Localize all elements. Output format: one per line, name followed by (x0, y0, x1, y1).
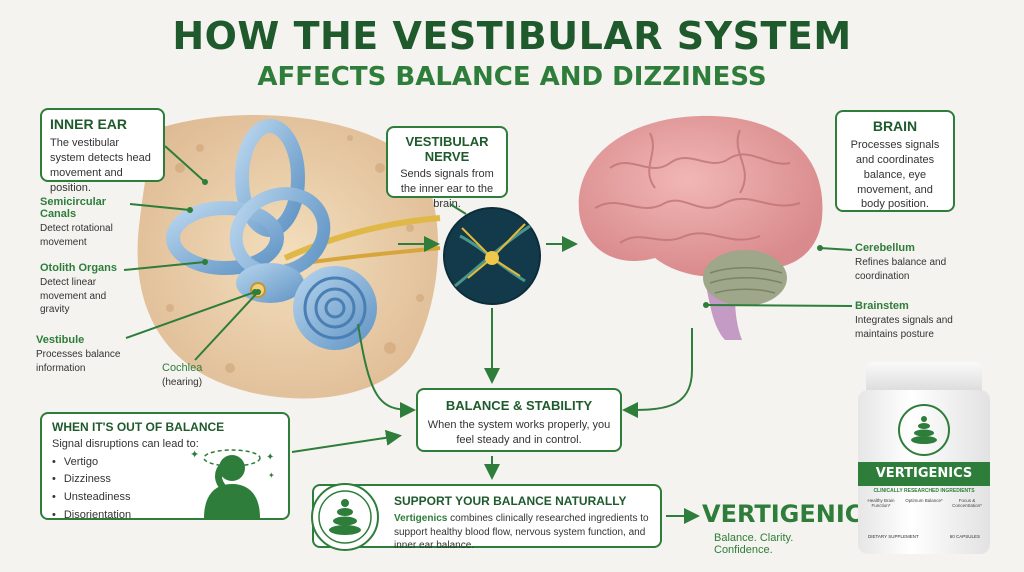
inner-ear-illustration (137, 115, 441, 399)
bottle-claim: Optimum Balance* (905, 498, 943, 503)
label-otolith-organs: Otolith Organs Detect linear movement an… (40, 262, 117, 315)
page-title: HOW THE VESTIBULAR SYSTEM (172, 14, 852, 58)
brain-illustration (578, 115, 823, 340)
symptom-list: Vertigo Dizziness Unsteadiness Disorient… (52, 454, 278, 524)
label-semicircular-canals: Semicircular Canals Detect rotational mo… (40, 196, 113, 248)
label-brainstem: Brainstem Integrates signals and maintai… (855, 300, 953, 340)
label-cochlea: Cochlea (hearing) (162, 362, 203, 388)
balance-stability-box: BALANCE & STABILITY When the system work… (416, 388, 622, 452)
bottle-footer-right: 60 CAPSULES (949, 534, 980, 539)
out-of-balance-box: WHEN IT'S OUT OF BALANCE Signal disrupti… (40, 412, 290, 521)
symptom-item: Unsteadiness (52, 489, 278, 507)
svg-text:✦: ✦ (190, 449, 199, 461)
bottle-claim: Healthy Brain Function* (867, 498, 895, 508)
bottle-claim: Focus & Concentration* (952, 498, 982, 508)
label-vestibule: Vestibule Processes balance information (36, 334, 121, 374)
bottle-footer-left: DIETARY SUPPLEMENT (868, 534, 919, 539)
brain-box: BRAIN Processes signals and coordinates … (835, 110, 955, 212)
bottle-label-name: VERTIGENICS (858, 462, 990, 486)
bottle-cap (866, 362, 982, 392)
support-text: combines clinically researched ingredien… (394, 513, 649, 551)
bottle-logo-icon (898, 404, 950, 456)
dizzy-person-icon: ✦ ✦ ✦ (190, 449, 275, 518)
brand-tagline: Balance. Clarity. Confidence. (714, 532, 794, 556)
bottle-claims: Healthy Brain Function* Optimum Balance*… (862, 498, 986, 508)
vestibular-nerve-box: VESTIBULAR NERVE Sends signals from the … (386, 126, 508, 210)
neuron-illustration (443, 207, 541, 305)
product-bottle: VERTIGENICS CLINICALLY RESEARCHED INGRED… (858, 362, 990, 554)
balance-stones-icon (311, 483, 379, 551)
bottle-label-sub: CLINICALLY RESEARCHED INGREDIENTS (873, 488, 975, 494)
svg-text:✦: ✦ (268, 471, 275, 480)
support-brand: Vertigenics (394, 513, 448, 524)
inner-ear-box: INNER EAR The vestibular system detects … (40, 108, 165, 194)
symptom-item: Disorientation (52, 507, 278, 525)
symptom-item: Dizziness (52, 471, 278, 489)
symptom-item: Vertigo (52, 454, 278, 472)
label-cerebellum: Cerebellum Refines balance and coordinat… (855, 242, 947, 282)
page-subtitle: AFFECTS BALANCE AND DIZZINESS (257, 62, 767, 92)
brand-name: VERTIGENICS (702, 500, 881, 528)
svg-text:✦: ✦ (266, 452, 274, 463)
